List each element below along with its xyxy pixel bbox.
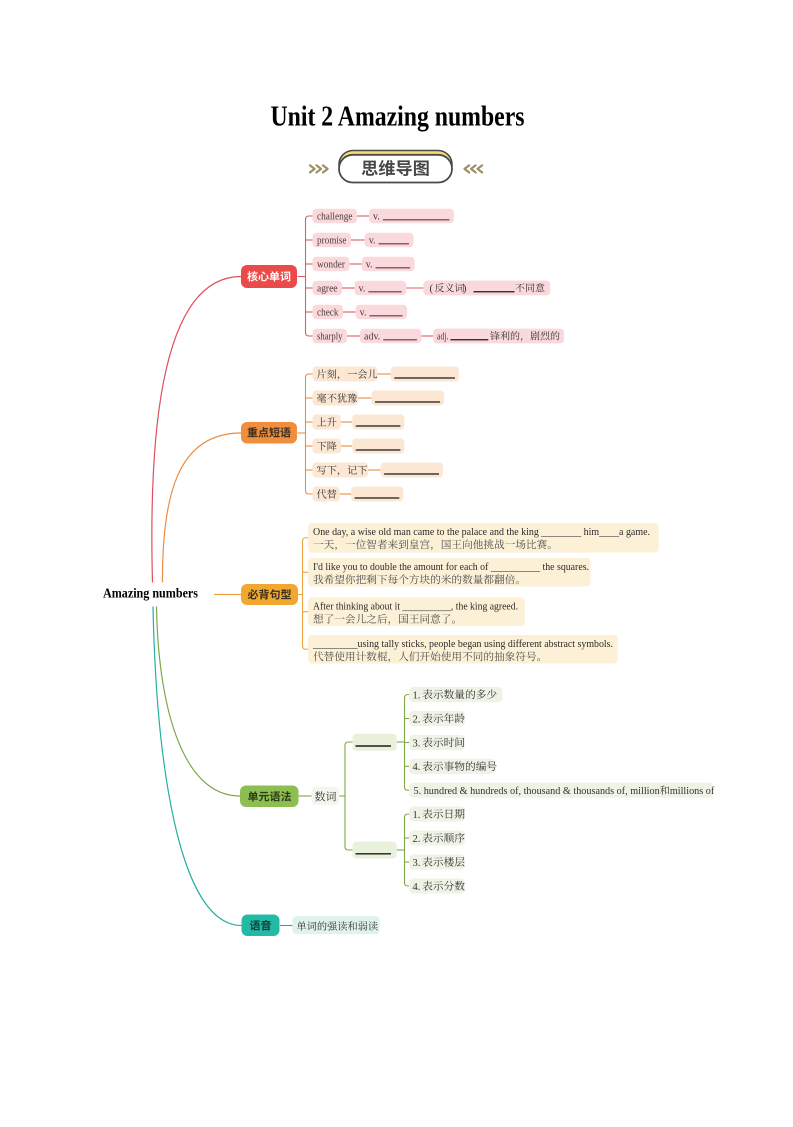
svg-text:Amazing numbers: Amazing numbers: [103, 587, 198, 602]
svg-text:v.: v.: [359, 284, 366, 295]
svg-text:After thinking about it ______: After thinking about it __________, the …: [313, 600, 518, 612]
svg-text:adv.: adv.: [364, 332, 380, 343]
svg-text:3.: 3.: [413, 738, 421, 749]
svg-text:(: (: [430, 284, 434, 295]
svg-text:agree: agree: [317, 284, 338, 295]
svg-text:check: check: [317, 308, 339, 319]
svg-text:v.: v.: [373, 212, 380, 223]
svg-text:promise: promise: [317, 236, 347, 247]
svg-text:1.: 1.: [413, 690, 421, 701]
svg-text:millions of: millions of: [670, 786, 715, 797]
svg-text:5. hundred & hundreds of, thou: 5. hundred & hundreds of, thousand & tho…: [414, 786, 660, 797]
svg-text:sharply: sharply: [317, 332, 343, 343]
svg-text:v.: v.: [360, 308, 367, 319]
svg-text:): ): [463, 284, 467, 295]
svg-text:One day, a wise old man came t: One day, a wise old man came to the pala…: [313, 526, 650, 538]
svg-text:v.: v.: [369, 236, 376, 247]
svg-text:challenge: challenge: [317, 212, 353, 223]
svg-text:v.: v.: [366, 260, 373, 271]
svg-text:Unit 2 Amazing numbers: Unit 2 Amazing numbers: [271, 102, 525, 133]
svg-text:_________using tally sticks, p: _________using tally sticks, people bega…: [312, 638, 613, 650]
svg-text:I'd like you to double the amo: I'd like you to double the amount for ea…: [313, 561, 589, 573]
svg-text:4.: 4.: [413, 762, 421, 773]
svg-text:wonder: wonder: [317, 260, 346, 271]
svg-text:4.: 4.: [413, 882, 421, 893]
svg-text:2.: 2.: [413, 714, 421, 725]
svg-text:3.: 3.: [413, 858, 421, 869]
svg-text:adj.: adj.: [437, 332, 449, 343]
svg-text:2.: 2.: [413, 834, 421, 845]
svg-text:1.: 1.: [413, 810, 421, 821]
